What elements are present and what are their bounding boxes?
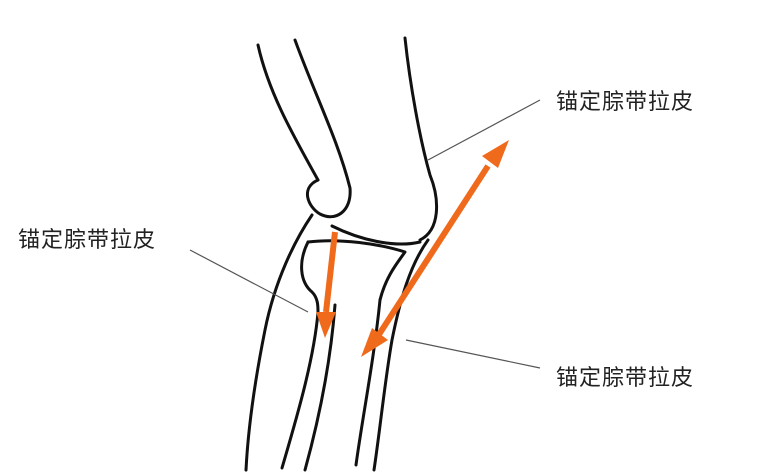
calf-outline-right [372, 238, 430, 472]
arrow-diagonal-head-bottom [361, 328, 388, 357]
label-bottom-right: 锚定腙带拉皮 [556, 366, 695, 391]
leader-line-left [189, 249, 309, 313]
knee-outline [244, 36, 439, 472]
leader-lines [189, 99, 541, 369]
label-top-right: 锚定腙带拉皮 [556, 90, 695, 115]
femur-condyle [293, 38, 352, 219]
arrow-diagonal-shaft [375, 164, 491, 338]
patella-top [306, 239, 407, 302]
fibula-inner [354, 298, 382, 467]
arrow-down-head [316, 312, 336, 338]
tibia-outline-left [244, 213, 314, 472]
leader-line-top-right [427, 99, 541, 161]
arrow-down-patella [323, 231, 338, 313]
leader-line-bottom-right [405, 339, 541, 369]
joint-line [330, 224, 422, 246]
tibia-inner-mid [303, 303, 337, 472]
patella-left [300, 240, 320, 314]
femur-outline-left [256, 43, 320, 182]
traction-arrows [323, 164, 491, 338]
quadriceps-outline-right [403, 36, 439, 242]
arrow-diagonal-head-top [482, 140, 509, 168]
label-left: 锚定腙带拉皮 [18, 228, 157, 253]
tibia-inner-left [280, 310, 320, 470]
